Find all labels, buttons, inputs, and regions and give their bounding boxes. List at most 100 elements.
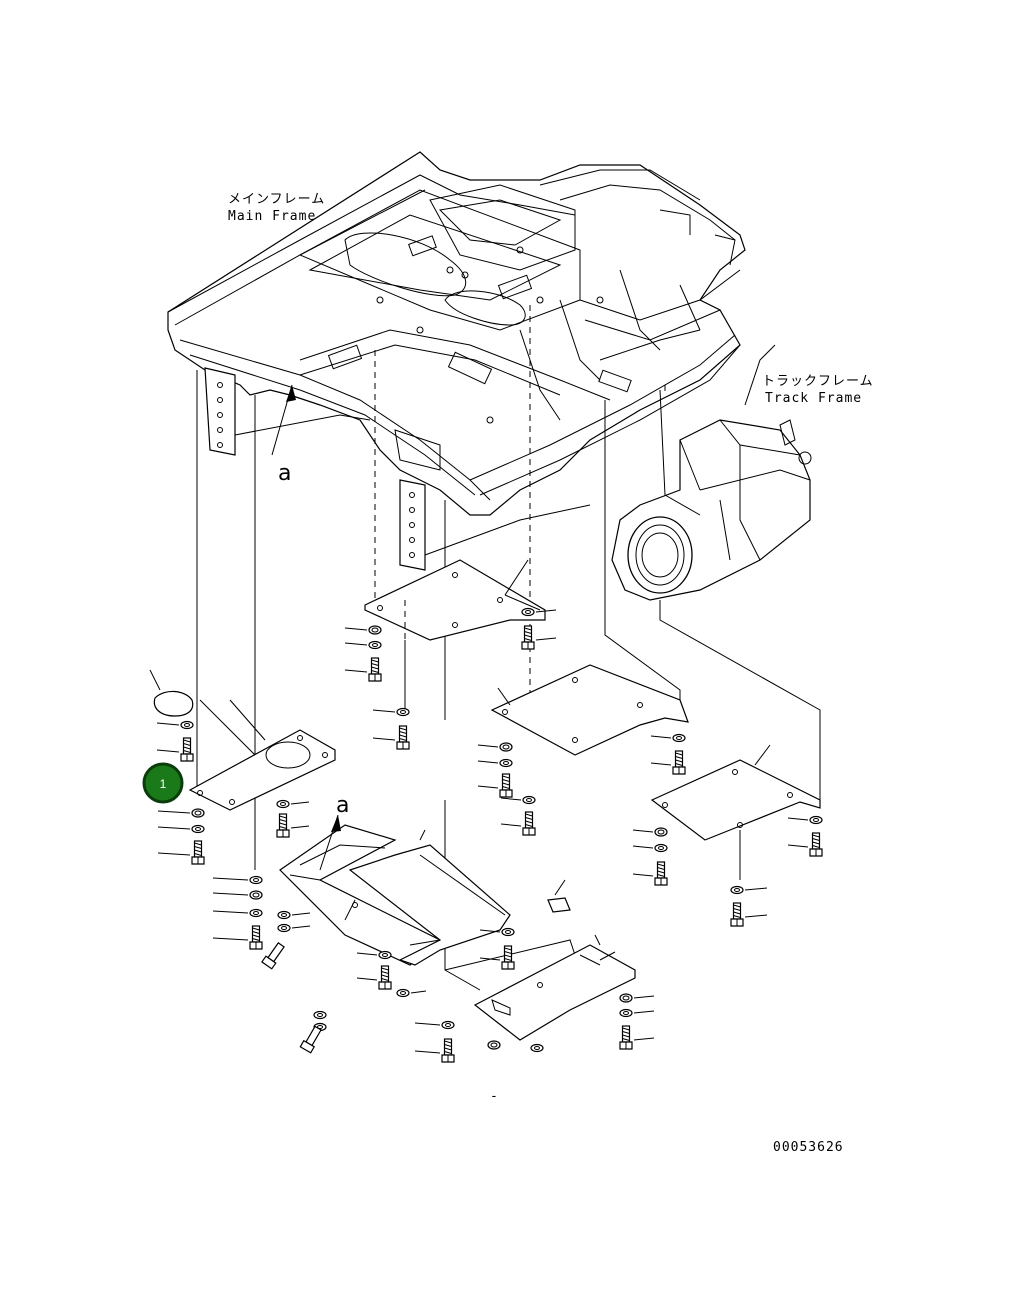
bolt-thread [252, 927, 260, 931]
washer-hole [400, 710, 406, 714]
bolt-thread [371, 666, 379, 670]
bolt-head [299, 1039, 316, 1054]
leader-line [479, 957, 501, 961]
nut-hole [252, 892, 260, 898]
bolt-head [261, 955, 277, 970]
fastener-stacks [180, 607, 823, 1063]
washer-hole [734, 888, 740, 892]
leader-line [291, 925, 311, 929]
bolt-thread [444, 1047, 452, 1051]
washer-hole [253, 878, 259, 882]
washer-hole [372, 643, 378, 647]
bolt-thread [381, 971, 389, 974]
washer-hole [317, 1025, 323, 1029]
washer [277, 923, 291, 933]
svg-text:a: a [278, 461, 291, 486]
washer-hole [623, 1011, 629, 1015]
callout-badge-1[interactable]: 1 [142, 762, 184, 804]
washer [521, 607, 535, 617]
leader-line [633, 995, 655, 999]
washer-hole [281, 913, 287, 917]
bolt-thread [812, 841, 820, 845]
washer-hole [534, 1046, 540, 1050]
washer-hole [676, 736, 682, 740]
svg-text:トラックフレーム: トラックフレーム [762, 374, 874, 389]
bolt-thread [733, 911, 741, 915]
washer [249, 875, 263, 885]
bolt-thread [183, 739, 191, 743]
washer [499, 758, 513, 768]
washer [277, 910, 291, 920]
leader-line [500, 797, 522, 801]
cover-plate-middle [490, 664, 689, 756]
track-frame-label: トラックフレーム Track Frame [762, 374, 874, 406]
washer [276, 799, 290, 809]
leader-line [372, 709, 396, 713]
leader-line [632, 829, 654, 833]
bolt-thread [504, 947, 512, 951]
fragment-mark: - [490, 1089, 499, 1104]
washer-hole [184, 723, 190, 727]
leader-line [157, 826, 191, 830]
bolt-thread [733, 915, 741, 918]
washer [501, 927, 515, 937]
nut [368, 625, 382, 635]
nut [499, 742, 513, 752]
leader-line [787, 844, 809, 848]
bolt-thread [399, 734, 407, 738]
bolt-thread [194, 842, 202, 846]
bolt-thread [733, 904, 741, 908]
bolt-thread [675, 756, 683, 759]
washer [441, 1020, 455, 1030]
leader-line [157, 852, 191, 856]
washer-hole [195, 827, 201, 831]
washer-hole [525, 610, 531, 614]
leader-line [477, 760, 499, 764]
bolt-thread [812, 834, 820, 838]
leader-line [477, 744, 499, 748]
nut-hole [371, 627, 379, 633]
leader-line [212, 910, 249, 914]
nut-hole [622, 995, 630, 1001]
washer-hole [503, 761, 509, 765]
washer [530, 1043, 544, 1053]
svg-text:Main Frame: Main Frame [228, 209, 316, 224]
bolt-thread [399, 731, 407, 734]
leader-line [212, 937, 249, 941]
nut-hole [490, 1042, 498, 1048]
bolt-thread [381, 967, 389, 971]
leader-line [414, 1022, 441, 1026]
bolt-thread [371, 659, 379, 663]
bolt-thread [381, 974, 389, 978]
cover-plate-upper [364, 559, 546, 710]
bolt-thread [444, 1044, 452, 1047]
washer-hole [658, 846, 664, 850]
washer [809, 815, 823, 825]
bolt-thread [444, 1040, 452, 1044]
leader-line [156, 722, 180, 726]
leader-line [212, 892, 249, 896]
cover-plate-lower [473, 879, 636, 1041]
leader-line [344, 627, 368, 631]
washer [378, 950, 392, 960]
bolt-thread [525, 813, 533, 817]
leader-line [479, 929, 501, 933]
washer-hole [253, 911, 259, 915]
washer [249, 908, 263, 918]
bolt-thread [622, 1031, 630, 1034]
leader-line [633, 1037, 655, 1041]
leader-line [410, 990, 427, 994]
bolt-thread [504, 954, 512, 958]
leader-line [344, 642, 368, 646]
bolt-thread [525, 817, 533, 820]
bolt-thread [524, 634, 532, 638]
angled-bolt [299, 1025, 322, 1054]
callout-badge-number: 1 [160, 777, 167, 791]
bolt-thread [812, 845, 820, 848]
nut-hole [657, 829, 665, 835]
leader-line [356, 977, 378, 981]
washer [672, 733, 686, 743]
leader-line [290, 801, 310, 805]
nut [487, 1040, 501, 1050]
washer [522, 795, 536, 805]
